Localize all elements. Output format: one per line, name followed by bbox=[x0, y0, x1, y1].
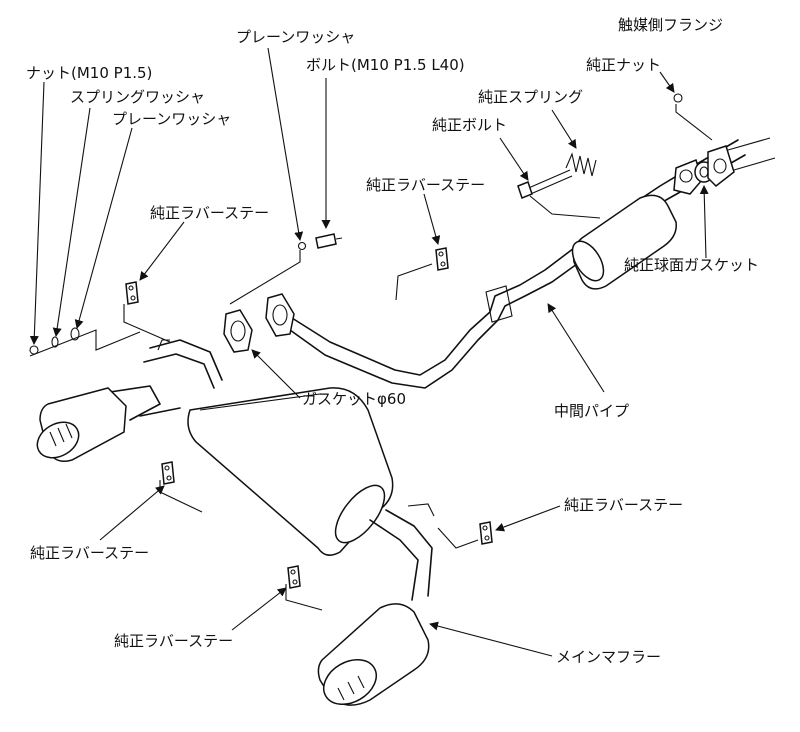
rubber-stay-center bbox=[435, 247, 449, 271]
label-rubber-stay-bottom: 純正ラバーステー bbox=[114, 632, 234, 650]
mid-pipe-drawing bbox=[289, 137, 776, 389]
rubber-stay-lower-left bbox=[161, 461, 175, 485]
rubber-stay-left bbox=[125, 281, 139, 305]
label-main-muffler: メインマフラー bbox=[556, 648, 662, 666]
label-genuine-bolt: 純正ボルト bbox=[432, 116, 508, 134]
rubber-stay-drawings bbox=[125, 247, 493, 589]
label-genuine-spring: 純正スプリング bbox=[478, 88, 584, 106]
label-bolt-spec: ボルト(M10 P1.5 L40) bbox=[306, 56, 465, 74]
label-plain-washer-left: プレーンワッシャ bbox=[112, 110, 232, 128]
label-nut-spec: ナット(M10 P1.5) bbox=[26, 64, 153, 82]
genuine-spring-bolt-drawing bbox=[517, 93, 683, 199]
label-rubber-stay-lower-left: 純正ラバーステー bbox=[30, 544, 150, 562]
gasket-60-drawing bbox=[223, 293, 295, 353]
label-rubber-stay-center: 純正ラバーステー bbox=[366, 176, 486, 194]
label-rubber-stay-right: 純正ラバーステー bbox=[564, 496, 684, 514]
label-mid-pipe: 中間パイプ bbox=[554, 402, 630, 420]
label-plain-washer-top: プレーンワッシャ bbox=[236, 28, 356, 46]
leader-arrows bbox=[29, 47, 709, 657]
label-spherical-gasket: 純正球面ガスケット bbox=[624, 256, 760, 274]
rubber-stay-right bbox=[479, 521, 493, 545]
label-gasket-60: ガスケットφ60 bbox=[302, 390, 406, 408]
center-bolt-drawing bbox=[297, 233, 343, 251]
rubber-stay-bottom bbox=[287, 565, 301, 589]
label-genuine-nut: 純正ナット bbox=[586, 56, 662, 74]
label-cat-flange: 触媒側フランジ bbox=[618, 16, 724, 34]
label-spring-washer: スプリングワッシャ bbox=[70, 88, 206, 106]
left-hardware-drawing bbox=[29, 327, 80, 355]
label-rubber-stay-left: 純正ラバーステー bbox=[150, 204, 270, 222]
main-muffler-drawing bbox=[36, 339, 435, 706]
